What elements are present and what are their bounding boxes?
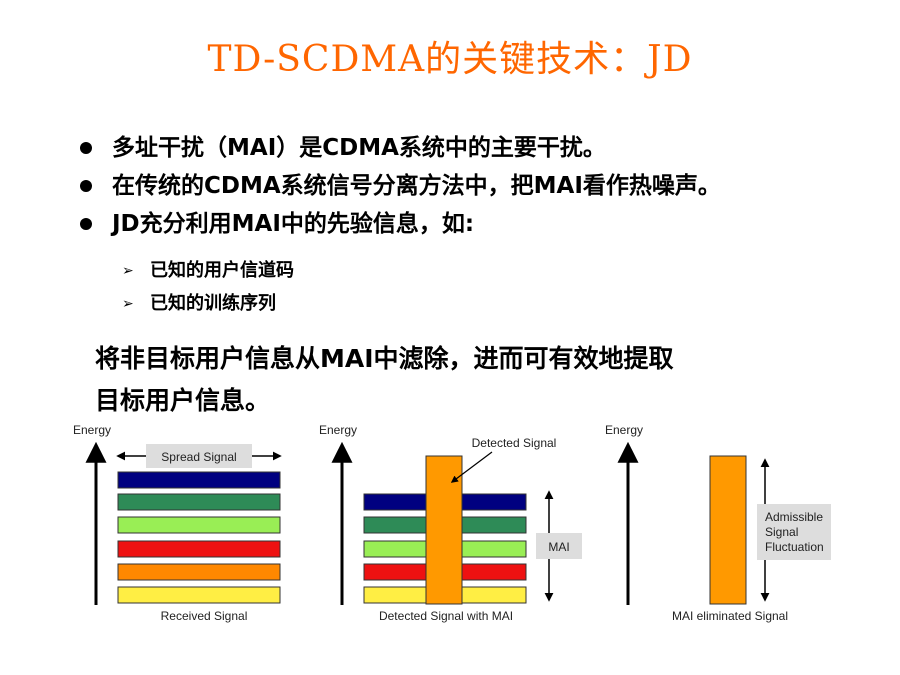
panel-received-signal: Energy Spread Signal Received Signal bbox=[73, 423, 282, 623]
detected-signal-label: Detected Signal bbox=[472, 436, 557, 450]
sub-bullet-item: ➢已知的用户信道码 bbox=[122, 257, 294, 290]
pointer-arrow-icon bbox=[450, 451, 493, 483]
signal-band bbox=[117, 471, 281, 489]
summary-text: 将非目标用户信息从MAI中滤除，进而可有效地提取 目标用户信息。 bbox=[95, 344, 674, 415]
signal-band bbox=[117, 563, 281, 581]
arrow-bullet-icon: ➢ bbox=[122, 296, 134, 312]
signal-band bbox=[117, 586, 281, 604]
sub-bullet-item: ➢已知的训练序列 bbox=[122, 290, 294, 323]
bullet-item: 多址干扰（MAI）是CDMA系统中的主要干扰。 bbox=[78, 130, 721, 168]
panel-caption: MAI eliminated Signal bbox=[672, 609, 788, 623]
slide-title: TD-SCDMA的关键技术：JD bbox=[207, 39, 693, 80]
mai-label: MAI bbox=[548, 540, 569, 554]
fluctuation-label-box bbox=[757, 504, 831, 560]
energy-axis-label: Energy bbox=[73, 423, 111, 437]
bullet-dot-icon bbox=[80, 218, 92, 230]
panel-mai-eliminated-signal: Energy Admissible Signal Fluctuation MAI… bbox=[605, 423, 831, 623]
panel-caption: Detected Signal with MAI bbox=[379, 609, 513, 623]
bullet-list: 多址干扰（MAI）是CDMA系统中的主要干扰。 在传统的CDMA系统信号分离方法… bbox=[78, 130, 721, 244]
panel-detected-signal-with-mai: Energy Detected Signal MAI Detected Sign… bbox=[319, 423, 582, 623]
energy-axis-label: Energy bbox=[605, 423, 643, 437]
signal-band bbox=[117, 540, 281, 558]
fluctuation-label-line: Signal bbox=[765, 525, 798, 539]
spread-label: Spread Signal bbox=[161, 450, 236, 464]
sub-bullet-list: ➢已知的用户信道码 ➢已知的训练序列 bbox=[122, 257, 294, 323]
fluctuation-label-line: Admissible bbox=[765, 510, 823, 524]
arrow-bullet-icon: ➢ bbox=[122, 263, 134, 279]
bullet-dot-icon bbox=[80, 180, 92, 192]
bullet-item: JD充分利用MAI中的先验信息，如: bbox=[78, 206, 721, 244]
bullet-item: 在传统的CDMA系统信号分离方法中，把MAI看作热噪声。 bbox=[78, 168, 721, 206]
fluctuation-label-line: Fluctuation bbox=[765, 540, 824, 554]
bullet-dot-icon bbox=[80, 142, 92, 154]
signal-band bbox=[117, 493, 281, 511]
eliminated-signal-bar bbox=[709, 455, 747, 605]
mai-label-box bbox=[536, 533, 582, 559]
energy-axis-label: Energy bbox=[319, 423, 357, 437]
spread-label-box bbox=[146, 444, 252, 468]
signal-band bbox=[117, 516, 281, 534]
panel-caption: Received Signal bbox=[161, 609, 248, 623]
